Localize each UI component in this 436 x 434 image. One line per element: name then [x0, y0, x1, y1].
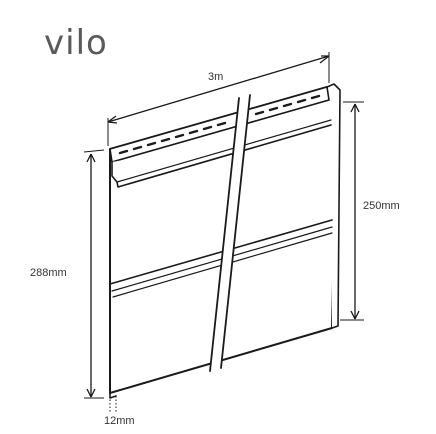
break-line-left [209, 97, 240, 372]
brand-logo: vilo [44, 23, 108, 63]
visible-height-label: 250mm [363, 200, 400, 212]
panel-drawing [109, 83, 341, 399]
total-height-label: 288mm [30, 267, 67, 279]
bottom-lip [109, 392, 117, 399]
middle-groove [109, 219, 333, 285]
break-line-right [220, 94, 251, 369]
width-dimension-line [107, 55, 330, 123]
break-band [210, 97, 250, 371]
dimension-lines [83, 52, 364, 412]
width-label: 3m [208, 71, 223, 83]
nail-slots [118, 94, 321, 155]
lap-label: 12mm [104, 415, 135, 427]
panel-right-edge [326, 83, 341, 329]
